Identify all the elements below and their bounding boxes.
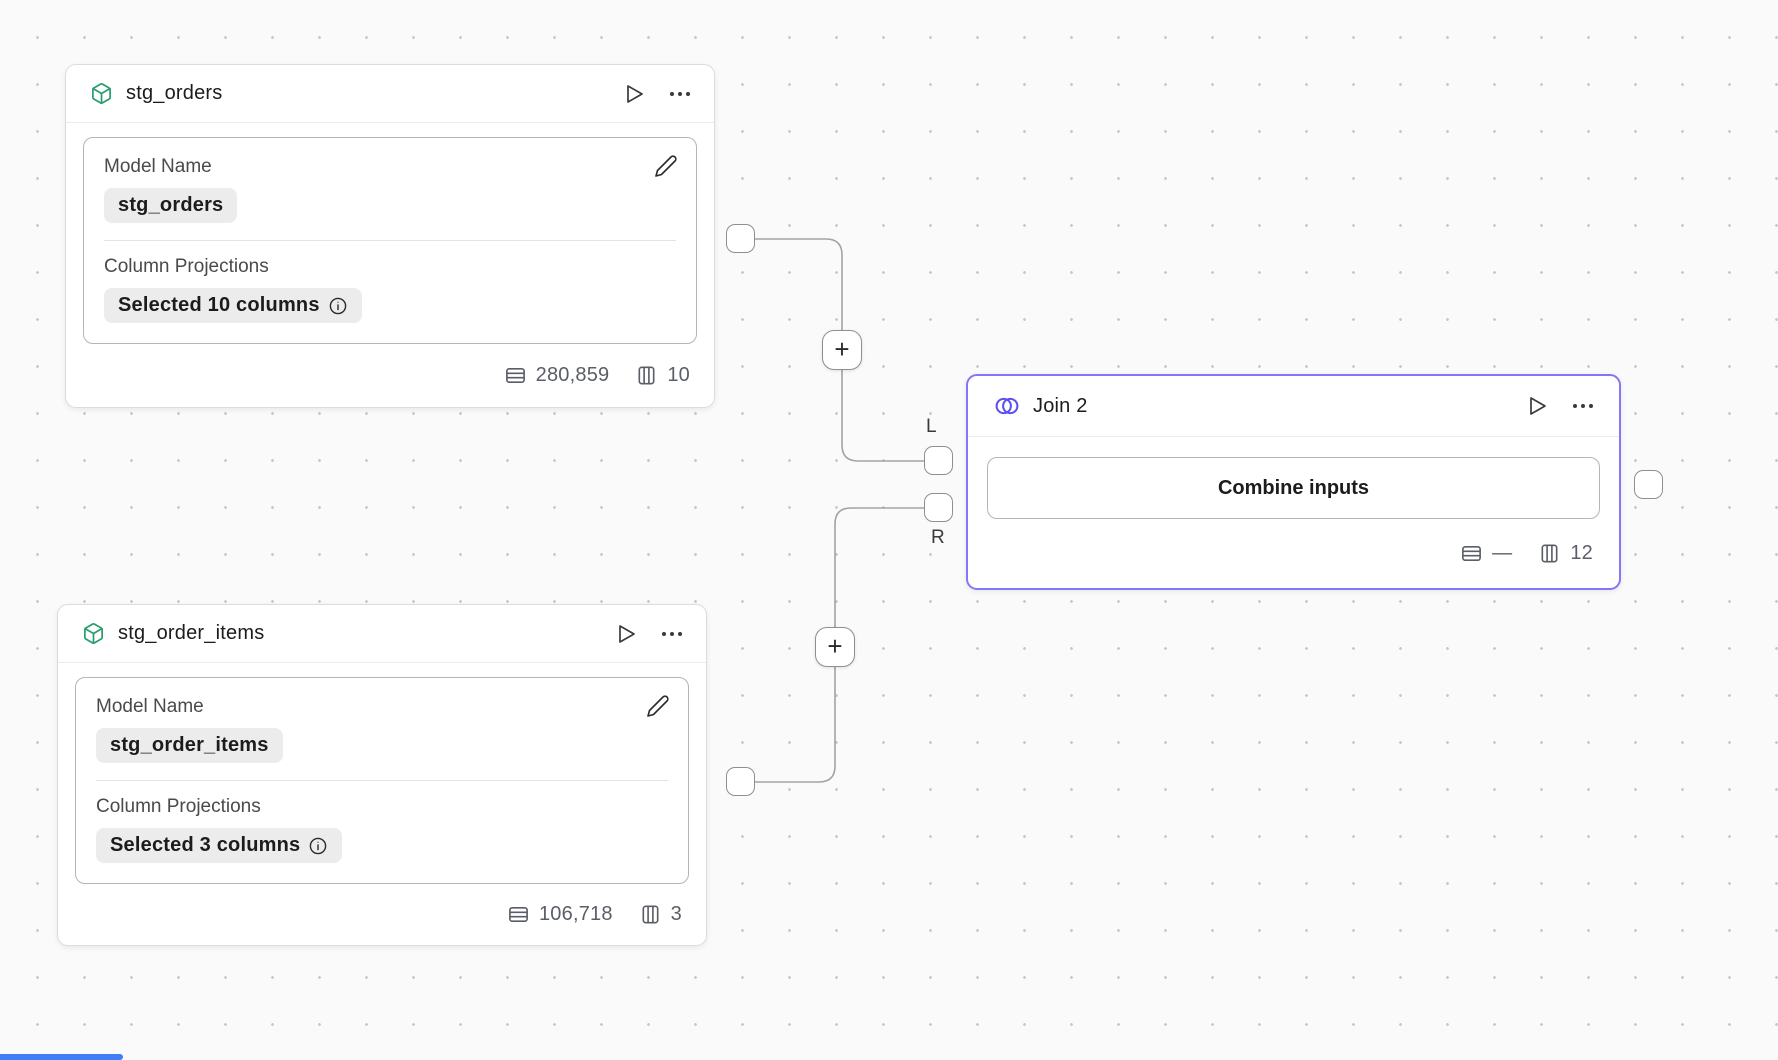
ellipsis-icon — [662, 631, 682, 636]
node-menu-button[interactable] — [662, 631, 682, 636]
node-stats-footer: 106,718 3 — [58, 884, 706, 945]
columns-icon — [639, 903, 662, 926]
edit-model-name-button[interactable] — [646, 694, 670, 718]
node-title: stg_order_items — [118, 622, 265, 644]
join-right-port-label: R — [931, 527, 945, 548]
horizontal-scrollbar[interactable] — [0, 1054, 123, 1060]
output-port-join[interactable] — [1634, 470, 1663, 499]
node-config-card: Model Name stg_orders Column Projections… — [83, 137, 697, 344]
column-count-stat: 12 — [1538, 542, 1593, 565]
row-count-value: — — [1492, 542, 1513, 564]
column-count-stat: 10 — [635, 364, 690, 387]
node-menu-button[interactable] — [670, 91, 690, 96]
rows-icon — [507, 903, 530, 926]
node-stats-footer: — 12 — [968, 519, 1619, 588]
pencil-icon — [646, 694, 670, 718]
model-name-chip: stg_orders — [104, 188, 238, 223]
column-projections-chip[interactable]: Selected 3 columns — [96, 828, 343, 863]
node-stg-orders[interactable]: stg_orders Model Name stg_orders — [65, 64, 715, 408]
column-projections-chip[interactable]: Selected 10 columns — [104, 288, 362, 323]
run-node-button[interactable] — [622, 82, 646, 106]
column-count-value: 10 — [667, 364, 690, 386]
column-count-value: 12 — [1570, 542, 1593, 564]
pencil-icon — [654, 154, 678, 178]
rows-icon — [504, 364, 527, 387]
venn-join-icon — [994, 393, 1020, 419]
row-count-stat: 280,859 — [504, 364, 610, 387]
node-title: stg_orders — [126, 82, 223, 104]
model-name-label: Model Name — [104, 156, 212, 177]
input-port-join-right[interactable] — [924, 493, 953, 522]
node-stg-order-items-header: stg_order_items — [58, 605, 706, 663]
model-name-label: Model Name — [96, 696, 204, 717]
node-title: Join 2 — [1033, 394, 1088, 417]
node-menu-button[interactable] — [1573, 404, 1593, 408]
row-count-value: 106,718 — [538, 903, 613, 925]
rows-icon — [1460, 542, 1483, 565]
node-join-2-header: Join 2 — [968, 376, 1619, 437]
row-count-value: 280,859 — [535, 364, 610, 386]
model-name-chip: stg_order_items — [96, 728, 283, 763]
node-stats-footer: 280,859 10 — [66, 344, 714, 407]
play-icon — [614, 622, 638, 646]
join-left-port-label: L — [926, 416, 937, 437]
column-count-stat: 3 — [639, 903, 682, 926]
columns-icon — [635, 364, 658, 387]
play-icon — [622, 82, 646, 106]
info-icon — [328, 296, 348, 316]
node-join-2[interactable]: Join 2 Combine inputs — 12 — [966, 374, 1621, 590]
run-node-button[interactable] — [614, 622, 638, 646]
column-projections-label: Column Projections — [96, 796, 261, 817]
node-stg-order-items[interactable]: stg_order_items Model Name stg_order_ite… — [57, 604, 707, 946]
column-projections-label: Column Projections — [104, 256, 269, 277]
info-icon — [308, 836, 328, 856]
column-count-value: 3 — [670, 903, 682, 925]
row-count-stat: — — [1460, 542, 1512, 565]
node-config-card: Model Name stg_order_items Column Projec… — [75, 677, 689, 884]
run-node-button[interactable] — [1525, 394, 1549, 418]
row-count-stat: 106,718 — [507, 903, 613, 926]
cube-icon — [82, 622, 105, 645]
cube-icon — [90, 82, 113, 105]
node-stg-orders-header: stg_orders — [66, 65, 714, 123]
ellipsis-icon — [670, 91, 690, 96]
divider — [104, 240, 676, 241]
input-port-join-left[interactable] — [924, 446, 953, 475]
divider — [96, 780, 668, 781]
combine-inputs-button[interactable]: Combine inputs — [987, 457, 1600, 519]
columns-icon — [1538, 542, 1561, 565]
edit-model-name-button[interactable] — [654, 154, 678, 178]
add-node-on-edge-button-bottom[interactable]: + — [815, 627, 855, 667]
ellipsis-icon — [1573, 404, 1593, 408]
play-icon — [1525, 394, 1549, 418]
output-port-stg-orders[interactable] — [726, 224, 755, 253]
add-node-on-edge-button-top[interactable]: + — [822, 330, 862, 370]
output-port-stg-order-items[interactable] — [726, 767, 755, 796]
